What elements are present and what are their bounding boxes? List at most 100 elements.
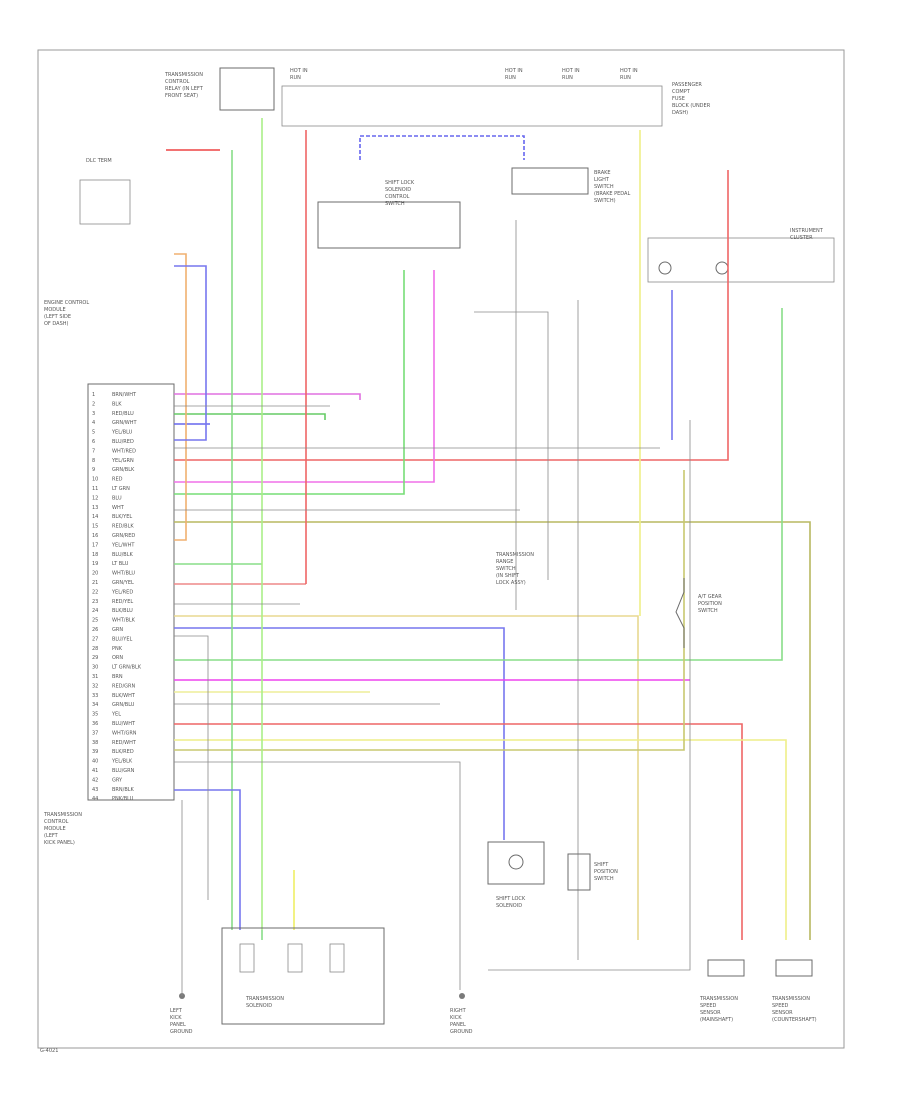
pin-number: 32 (92, 683, 98, 689)
pin-wire-color: YEL/RED (111, 589, 133, 595)
wire-blue-2 (174, 627, 505, 840)
pin-number: 37 (92, 730, 98, 736)
pin-wire-color: GRY (112, 777, 123, 783)
shift-switch-label: SHIFT LOCK SOLENOID CONTROL SWITCH (385, 180, 416, 207)
pin-wire-color: WHT/RED (112, 448, 136, 454)
wire-green-1 (174, 413, 326, 420)
wire-orange-1 (174, 253, 187, 541)
pin-wire-color: BRN (112, 674, 123, 680)
pin-wire-color: BRN/WHT (112, 392, 137, 398)
wire-olive-1 (174, 521, 811, 940)
pin-wire-color: BLU/WHT (112, 721, 136, 727)
pin-number: 8 (92, 458, 95, 464)
pin-number: 20 (92, 571, 98, 577)
pin-number: 7 (92, 448, 95, 454)
speed-sensor-1-label: TRANSMISSION SPEED SENSOR (MAINSHAFT) (699, 996, 740, 1023)
pin-wire-color: GRN/BLU (112, 702, 135, 708)
pin-number: 40 (92, 759, 98, 765)
solenoid-coil-3 (329, 943, 345, 973)
pin-wire-color: BLU/YEL (112, 636, 133, 642)
pin-wire-color: YEL/BLK (111, 759, 133, 765)
pin-wire-color: RED/BLU (112, 411, 134, 417)
shift-lock-label: SHIFT LOCK SOLENOID (496, 896, 527, 909)
pin-wire-color: RED/WHT (112, 740, 137, 746)
pin-number: 42 (92, 777, 98, 783)
pin-wire-color: WHT (112, 505, 125, 511)
pin-wire-color: BLK/RED (112, 749, 134, 755)
pin-wire-color: RED/YEL (112, 599, 133, 605)
pin-number: 36 (92, 721, 98, 727)
pin-wire-color: YEL/WHT (111, 542, 135, 548)
pin-wire-color: BLK/YEL (112, 514, 132, 520)
instrument-cluster (647, 237, 835, 283)
speed-sensor-2-label: TRANSMISSION SPEED SENSOR (COUNTERSHAFT) (771, 996, 817, 1023)
pin-number: 22 (92, 589, 98, 595)
dlc-box (79, 179, 131, 225)
diagram-footer-code: G-4021 (40, 1048, 58, 1054)
pin-number: 18 (92, 552, 98, 558)
wire-green-2 (174, 270, 405, 495)
pin-number: 27 (92, 636, 98, 642)
passenger-fuse-label: PASSENGER COMPT FUSE BLOCK (UNDER DASH) (672, 82, 712, 116)
wire-olive-2 (174, 470, 685, 751)
pin-wire-color: RED/BLK (112, 524, 134, 530)
pin-wire-color: BLU/RED (112, 439, 134, 445)
pin-number: 10 (92, 477, 98, 483)
wire-blue-lower (174, 789, 241, 930)
at-gear-switch (675, 578, 685, 648)
fuse-bar-top (281, 85, 663, 127)
solenoid-label: TRANSMISSION SOLENOID (245, 996, 286, 1009)
wire-tan-1 (174, 615, 639, 940)
speed-sensor-mainshaft (707, 959, 745, 977)
indicator-lamp-2 (715, 261, 729, 275)
pin-number: 39 (92, 749, 98, 755)
pin-wire-color: WHT/BLU (112, 571, 135, 577)
pin-number: 17 (92, 542, 98, 548)
shift-lock-solenoid (487, 841, 545, 885)
wire-group (166, 118, 811, 940)
pin-wire-color: WHT/BLK (112, 618, 136, 624)
pin-number: 4 (92, 420, 95, 426)
pin-number: 19 (92, 561, 98, 567)
solenoid-coil-2 (287, 943, 303, 973)
engine-control-label: ENGINE CONTROL MODULE (LEFT SIDE OF DASH… (44, 300, 91, 327)
pin-number: 3 (92, 411, 95, 417)
pin-number: 31 (92, 674, 98, 680)
tcm-connector (87, 383, 175, 801)
pin-number: 2 (92, 401, 95, 407)
pin-number: 14 (92, 514, 98, 520)
transmission-solenoid (221, 927, 385, 1025)
pin-wire-color: GRN/BLK (112, 467, 135, 473)
pin-wire-color: BLK (112, 401, 122, 407)
pin-wire-color: LT BLU (112, 561, 129, 567)
wire-blue-3 (174, 265, 207, 441)
hot-run-label-4: HOT IN RUN (620, 68, 639, 81)
pin-wire-color: WHT/GRN (112, 730, 137, 736)
brake-light-switch (511, 167, 589, 195)
pin-wire-color: BLK/BLU (112, 608, 133, 614)
pin-number: 30 (92, 665, 98, 671)
pin-wire-color: GRN/WHT (112, 420, 137, 426)
pin-number: 9 (92, 467, 95, 473)
shift-lock-control-switch (317, 201, 461, 249)
hot-run-label-1: HOT IN RUN (290, 68, 309, 81)
wire-red-1 (174, 170, 729, 461)
diagram-frame (37, 49, 845, 1049)
brake-switch-label: BRAKE LIGHT SWITCH (BRAKE PEDAL SWITCH) (594, 170, 632, 204)
pin-number: 11 (92, 486, 98, 492)
pin-wire-color: PNK (112, 646, 123, 652)
pin-number: 16 (92, 533, 98, 539)
range-switch-label: TRANSMISSION RANGE SWITCH (IN SHIFT LOCK… (495, 552, 536, 586)
pin-number: 24 (92, 608, 98, 614)
pin-number: 38 (92, 740, 98, 746)
instrument-label: INSTRUMENT CLUSTER (790, 228, 824, 241)
pin-number: 23 (92, 599, 98, 605)
pin-number: 15 (92, 524, 98, 530)
pin-wire-color: GRN (112, 627, 123, 633)
pin-wire-color: LT GRN/BLK (112, 665, 142, 671)
shift-position-switch (567, 853, 591, 891)
pin-number: 34 (92, 702, 98, 708)
pin-wire-color: GRN/RED (112, 533, 135, 539)
